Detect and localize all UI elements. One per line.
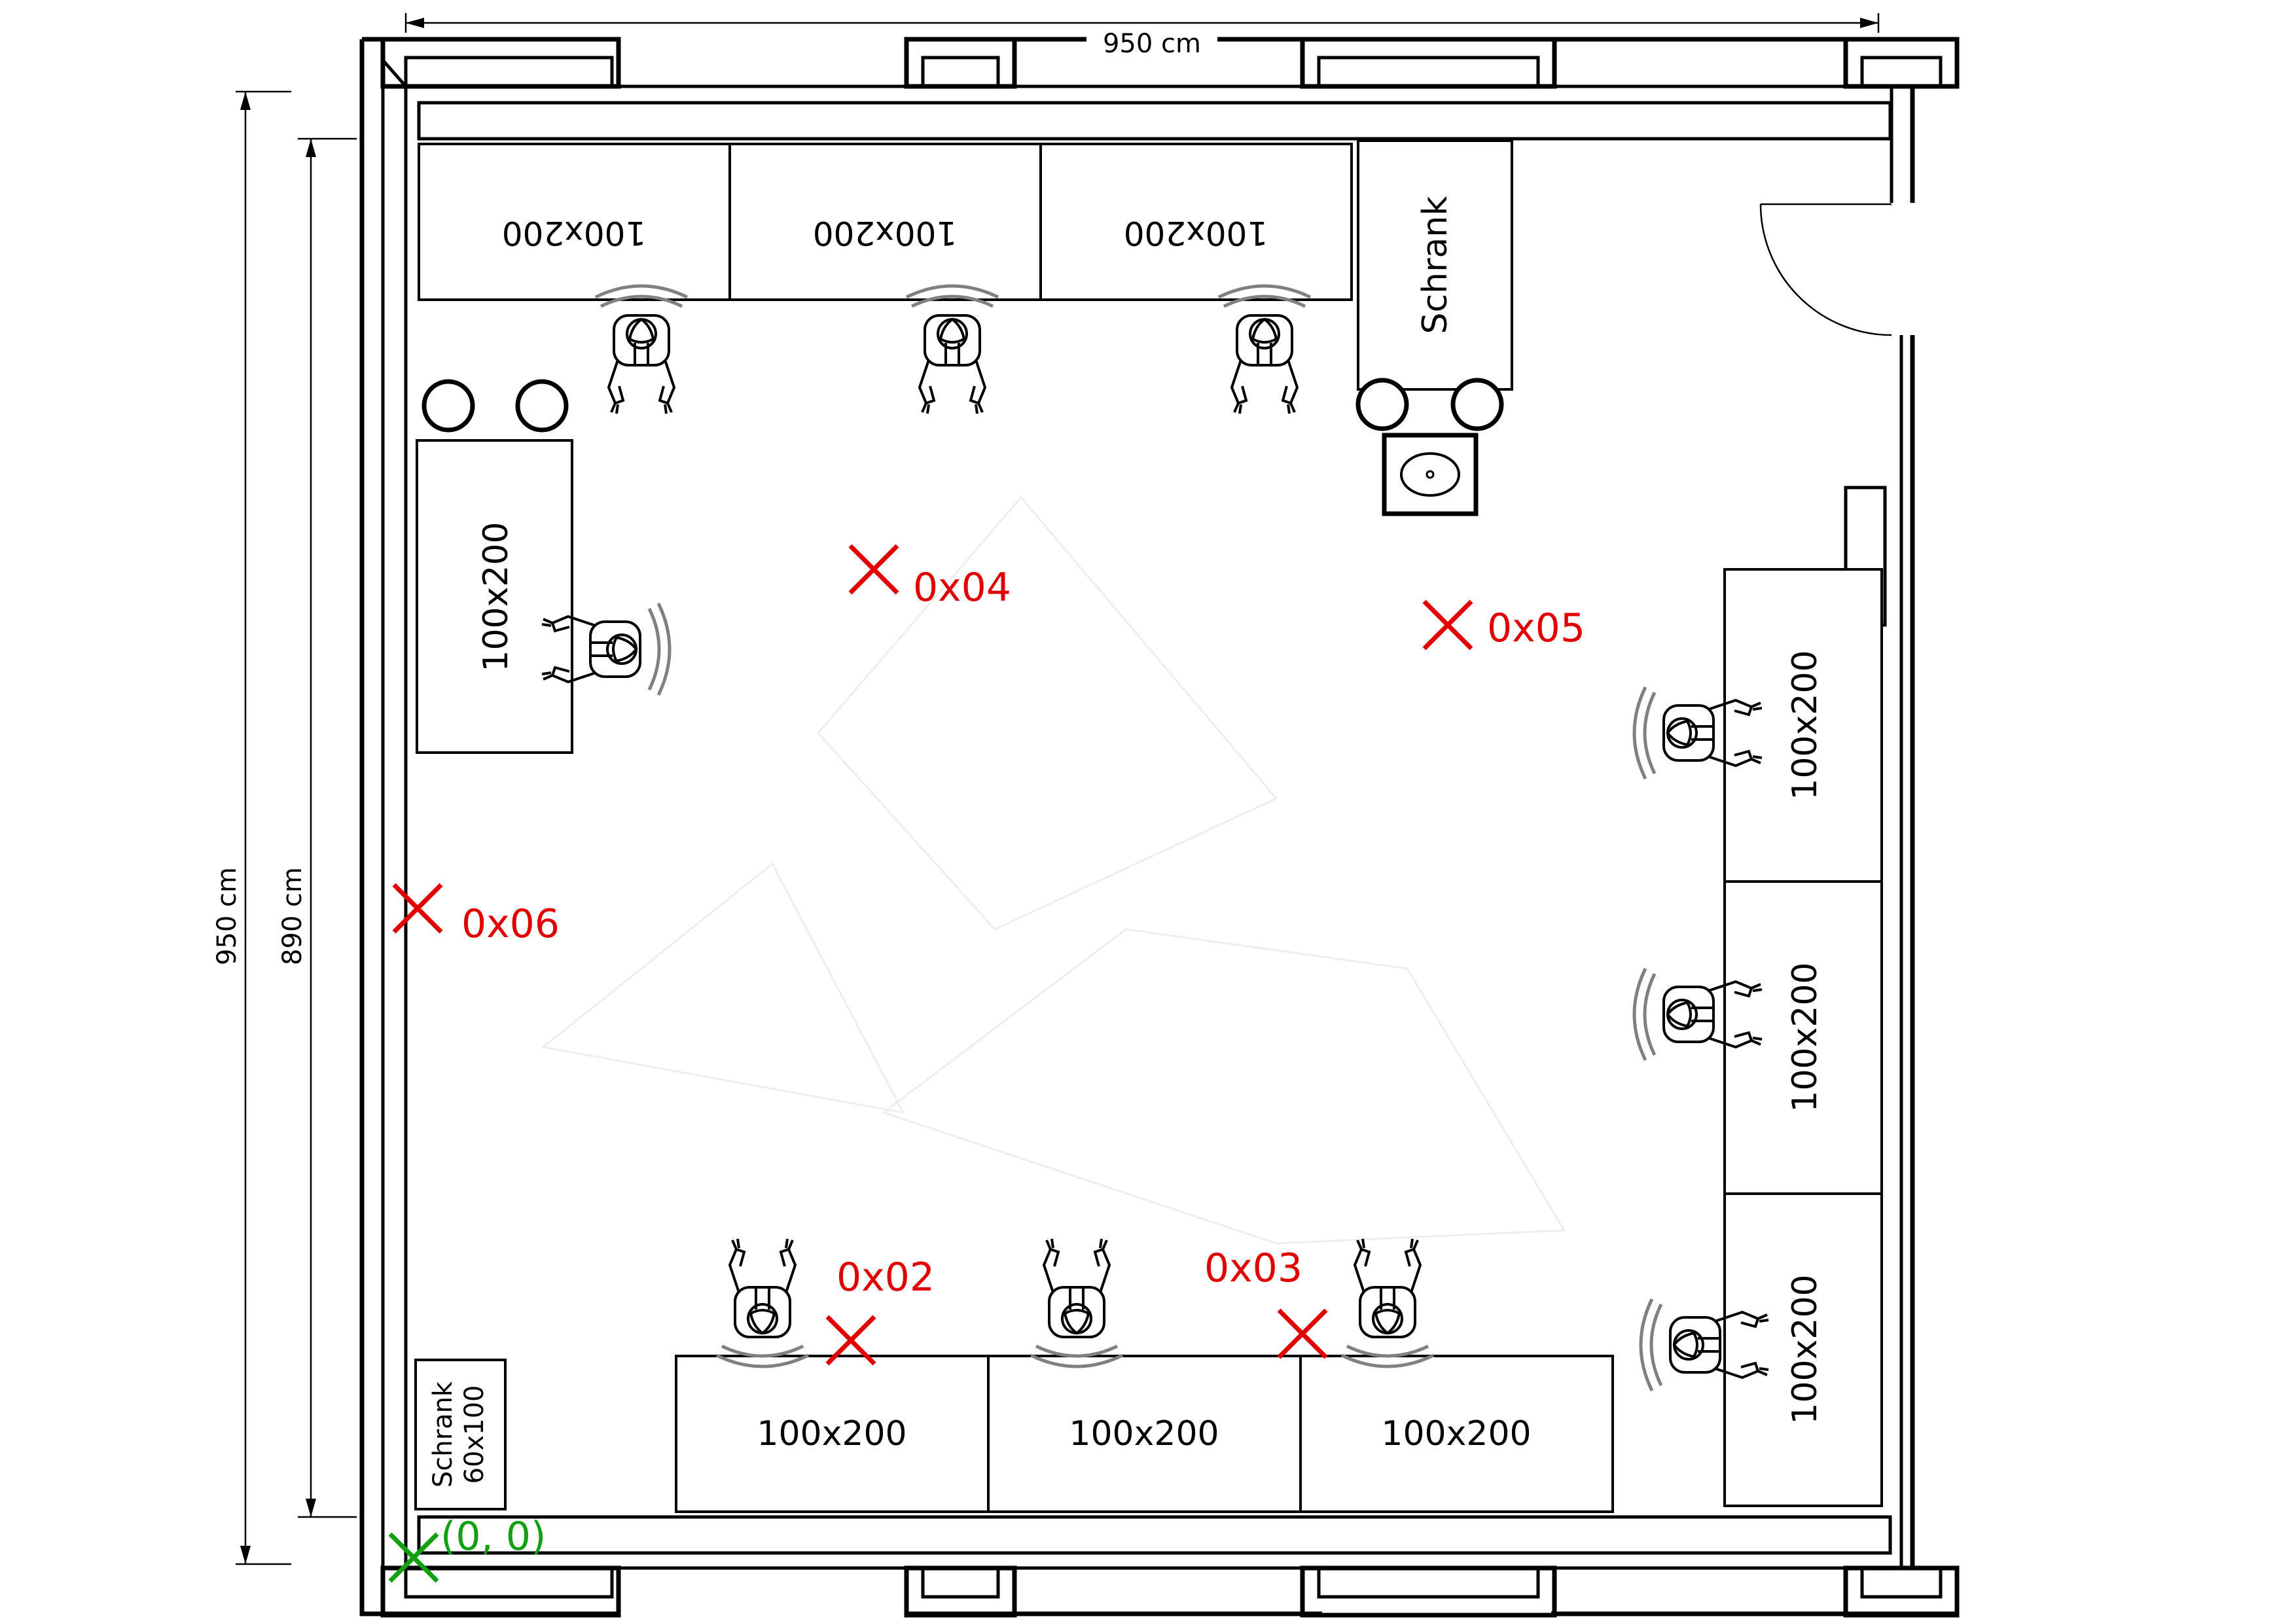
background-watermark [541, 495, 1566, 1245]
marker-0x05: 0x05 [1424, 601, 1585, 651]
right-desk-2-label: 100x200 [1785, 962, 1825, 1112]
marker-0x05-label: 0x05 [1487, 605, 1585, 651]
walls [359, 37, 1960, 1618]
bottom-desk-2-label: 100x200 [1069, 1414, 1219, 1454]
cabinet-bottom-label-line2: 60x100 [459, 1385, 490, 1484]
marker-0x04: 0x04 [850, 546, 1011, 611]
marker-0x03-label: 0x03 [1204, 1245, 1302, 1291]
cabinet-top-label: Schrank [1416, 196, 1455, 334]
person-icon [1031, 1239, 1122, 1366]
top-desks: 100x200 100x200 100x200 [418, 143, 1353, 301]
origin-label: (0, 0) [440, 1514, 546, 1560]
height-inner-label: 890 cm [278, 867, 308, 965]
person-icon [717, 1239, 808, 1366]
dimension-width: 950 cm [404, 13, 1880, 60]
bottom-desk-1-label: 100x200 [757, 1414, 906, 1454]
window-pillars-top [380, 37, 1960, 89]
person-icon [596, 286, 687, 414]
top-desk-2-label: 100x200 [813, 214, 957, 252]
marker-0x02: 0x02 [827, 1255, 935, 1364]
marker-0x03: 0x03 [1204, 1245, 1326, 1357]
person-icon [1342, 1239, 1433, 1366]
bottom-desk-3-label: 100x200 [1381, 1414, 1531, 1454]
right-desk-3-label: 100x200 [1785, 1274, 1825, 1424]
left-desk: 100x200 [416, 439, 573, 754]
marker-0x06: 0x06 [394, 885, 560, 947]
top-desk-3-label: 100x200 [1124, 214, 1268, 252]
cabinet-bottom: Schrank 60x100 [414, 1359, 507, 1510]
stools [422, 378, 1504, 433]
window-pillars-bottom [380, 1565, 1960, 1618]
left-desk-label: 100x200 [476, 522, 516, 671]
dimension-height-outer: 950 cm [209, 90, 291, 1565]
person-icon [1219, 286, 1310, 414]
sink [1382, 433, 1479, 516]
person-icon [906, 286, 998, 414]
bottom-desks: 100x200 100x200 100x200 [675, 1355, 1614, 1513]
marker-0x04-label: 0x04 [913, 565, 1011, 611]
height-outer-label: 950 cm [212, 867, 242, 965]
cabinet-bottom-label-line1: Schrank [428, 1381, 458, 1488]
origin-marker: (0, 0) [390, 1514, 546, 1581]
top-desk-1-label: 100x200 [502, 214, 646, 252]
right-desk-1-label: 100x200 [1785, 650, 1825, 800]
dimension-height-inner: 890 cm [275, 137, 357, 1518]
marker-0x06-label: 0x06 [461, 901, 560, 947]
marker-0x02-label: 0x02 [836, 1255, 935, 1300]
cabinet-top: Schrank [1357, 139, 1513, 391]
door [1759, 203, 1892, 336]
width-label: 950 cm [1103, 29, 1201, 59]
people [542, 286, 1768, 1391]
